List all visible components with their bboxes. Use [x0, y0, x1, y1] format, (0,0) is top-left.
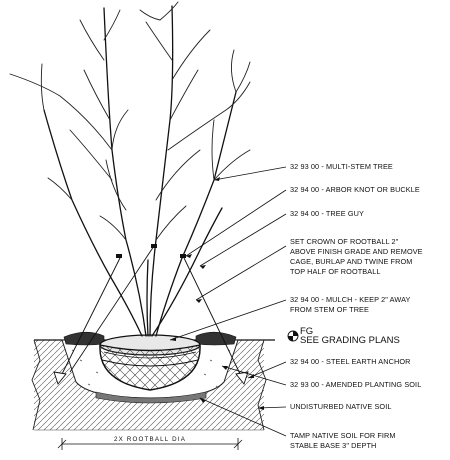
- arbor-knots: [116, 244, 186, 258]
- mulch-right: [195, 331, 237, 346]
- callout-crown-line-3: CAGE, BURLAP AND TWINE FROM: [290, 257, 412, 266]
- callout-crown-line-1: SET CROWN OF ROOTBALL 2": [290, 237, 399, 246]
- fg-label: FG: [300, 326, 313, 337]
- callout-crown-line-4: TOP HALF OF ROOTBALL: [290, 267, 381, 276]
- rootball-band: [103, 351, 197, 359]
- callout-multi-stem-tree: 32 93 00 - MULTI-STEM TREE: [290, 162, 393, 171]
- dimension-line: [57, 438, 243, 450]
- soil-stipple: [71, 349, 231, 388]
- dimension-label: 2X ROOTBALL DIA: [114, 436, 186, 443]
- callout-crown-line-2: ABOVE FINISH GRADE AND REMOVE: [290, 247, 423, 256]
- callout-tamp-line-2: STABLE BASE 3" DEPTH: [290, 441, 376, 450]
- callout-tree-guy: 32 94 00 - TREE GUY: [290, 209, 364, 218]
- earth-anchors: [53, 371, 249, 385]
- tree-stems: [43, 5, 237, 337]
- callout-planting-soil: 32 93 00 - AMENDED PLANTING SOIL: [290, 380, 421, 389]
- fg-target-icon: [287, 330, 299, 342]
- tree-guys: [59, 245, 243, 379]
- soil-break-right: [257, 339, 267, 431]
- callout-arbor-knot: 32 94 00 - ARBOR KNOT OR BUCKLE: [290, 185, 420, 194]
- rootball-band: [101, 359, 199, 367]
- callout-mulch-line-2: FROM STEM OF TREE: [290, 305, 369, 314]
- tree-branches: [9, 1, 251, 241]
- callout-native-soil: UNDISTURBED NATIVE SOIL: [290, 402, 392, 411]
- leader-arrows: [170, 177, 264, 410]
- callout-mulch-line-1: 32 94 00 - MULCH - KEEP 2" AWAY: [290, 295, 410, 304]
- soil-break-left: [31, 339, 41, 431]
- mulch-left: [63, 331, 105, 346]
- grading-note: SEE GRADING PLANS: [300, 335, 400, 346]
- callout-earth-anchor: 32 94 00 - STEEL EARTH ANCHOR: [290, 357, 411, 366]
- tamped-base: [95, 391, 207, 404]
- leader-lines: [169, 166, 287, 437]
- callout-tamp-line-1: TAMP NATIVE SOIL FOR FIRM: [290, 431, 396, 440]
